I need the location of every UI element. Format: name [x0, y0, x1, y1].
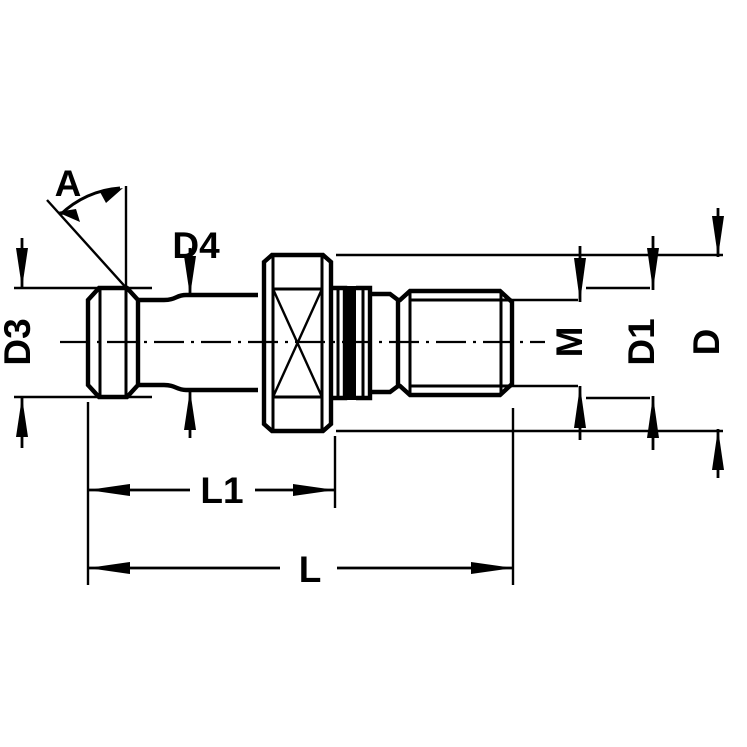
shank-outline — [138, 292, 258, 303]
dimension-labels: A D3 D4 M D1 D L1 L — [0, 163, 727, 590]
dim-arrow-l1 — [88, 484, 335, 496]
angle-arrow-left — [57, 209, 80, 222]
label-d: D — [686, 329, 727, 356]
dim-arrow-d3 — [16, 238, 28, 448]
dim-arrow-l — [88, 562, 513, 574]
label-angle-a: A — [55, 163, 82, 204]
label-d1: D1 — [621, 318, 662, 365]
extension-lines — [14, 186, 723, 585]
dim-arrow-angle-a — [57, 186, 123, 222]
label-d3: D3 — [0, 318, 38, 365]
dim-arrow-m — [574, 246, 586, 440]
label-d4: D4 — [172, 225, 220, 266]
flange-outline — [261, 252, 334, 434]
label-m: M — [549, 327, 590, 358]
label-l: L — [299, 549, 322, 590]
part-geometry — [60, 252, 545, 434]
dim-arrow-d — [712, 208, 724, 478]
label-l1: L1 — [200, 470, 243, 511]
dimension-arrows — [16, 186, 724, 574]
shank-outline-bottom — [138, 382, 258, 393]
dim-arrow-d1 — [647, 236, 659, 450]
dim-arrow-d4 — [184, 248, 196, 438]
angle-arrow-right — [100, 188, 123, 203]
